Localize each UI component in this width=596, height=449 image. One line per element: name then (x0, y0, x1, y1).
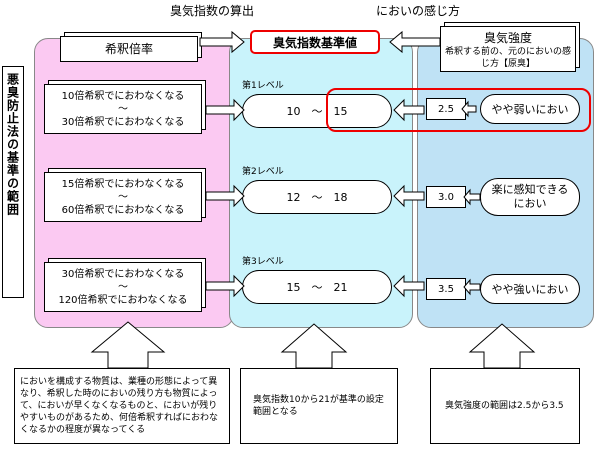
dilution-box-1: 10倍希釈でにおわなくなる ～ 30倍希釈でにおわなくなる (44, 84, 202, 134)
intensity-desc-1: やや弱いにおい (491, 103, 569, 116)
standard-header-label: 臭気指数基準値 (272, 35, 357, 50)
header-right: においの感じ方 (376, 4, 461, 18)
intensity-desc-pill-3: やや強いにおい (480, 274, 580, 304)
arrow-header-left (199, 30, 245, 54)
intensity-desc-2: 楽に感知できる におい (491, 183, 569, 210)
intensity-value-1: 2.5 (438, 103, 454, 115)
header-left: 臭気指数の算出 (170, 4, 255, 18)
intensity-header-subtitle: 希釈する前の、元のにおいの感じ方【原臭】 (445, 46, 572, 69)
dilution-1-tilde: ～ (118, 103, 128, 115)
range-1: 10 ～ 15 (286, 105, 348, 118)
arrow-row1-mid (461, 100, 477, 118)
standard-header: 臭気指数基準値 (250, 30, 380, 54)
dilution-1-from: 10倍希釈でにおわなくなる (61, 90, 185, 102)
arrow-row3-left (205, 274, 245, 298)
dilution-box-2: 15倍希釈でにおわなくなる ～ 60倍希釈でにおわなくなる (44, 172, 202, 222)
intensity-desc-pill-2: 楽に感知できる におい (480, 178, 580, 216)
note-left-text: においを構成する物質は、業種の形態によって異なり、希釈した時のにおいの残り方も物… (20, 377, 219, 435)
note-middle: 臭気指数10から21が基準の設定範囲となる (240, 368, 398, 444)
range-pill-3: 15 ～ 21 (242, 270, 392, 304)
note-middle-text: 臭気指数10から21が基準の設定範囲となる (253, 395, 384, 417)
note-right-text: 臭気強度の範囲は2.5から3.5 (445, 401, 564, 411)
intensity-value-3: 3.5 (438, 283, 454, 295)
dilution-2-tilde: ～ (118, 191, 128, 203)
note-left: においを構成する物質は、業種の形態によって異なり、希釈した時のにおいの残り方も物… (14, 368, 230, 444)
intensity-value-box-2: 3.0 (426, 186, 466, 208)
dilution-2-to: 60倍希釈でにおわなくなる (61, 204, 185, 216)
dilution-box-3: 30倍希釈でにおわなくなる ～ 120倍希釈でにおわなくなる (44, 262, 202, 312)
arrow-row2-mid (463, 188, 481, 206)
dilution-3-to: 120倍希釈でにおわなくなる (58, 294, 188, 306)
level-label-2: 第2レベル (242, 167, 284, 177)
intensity-header-title: 臭気強度 (483, 30, 532, 45)
intensity-desc-pill-1: やや弱いにおい (480, 94, 580, 124)
level-label-1: 第1レベル (242, 81, 284, 91)
intensity-value-2: 3.0 (438, 191, 454, 203)
arrow-header-right (389, 30, 441, 54)
range-2: 12 ～ 18 (286, 191, 348, 204)
arrow-row3-mid (463, 278, 481, 296)
dilution-header-label: 希釈倍率 (104, 42, 153, 56)
arrow-up-right (468, 323, 536, 369)
side-label-box: 悪臭防止法の基準の範囲 (2, 66, 24, 298)
dilution-1-to: 30倍希釈でにおわなくなる (61, 116, 185, 128)
range-3: 15 ～ 21 (286, 281, 348, 294)
dilution-3-tilde: ～ (118, 281, 128, 293)
dilution-2-from: 15倍希釈でにおわなくなる (61, 178, 185, 190)
intensity-header: 臭気強度 希釈する前の、元のにおいの感じ方【原臭】 (440, 26, 576, 72)
intensity-desc-3: やや強いにおい (491, 283, 569, 296)
arrow-row2-right (393, 184, 425, 208)
level-label-3: 第3レベル (242, 257, 284, 267)
arrow-row1-left (205, 98, 245, 122)
highlight-row-1 (326, 88, 591, 132)
arrow-up-middle (280, 323, 348, 369)
arrow-up-left (90, 321, 166, 369)
intensity-value-box-3: 3.5 (426, 278, 466, 300)
range-pill-2: 12 ～ 18 (242, 180, 392, 214)
note-right: 臭気強度の範囲は2.5から3.5 (430, 368, 580, 444)
arrow-row1-right (393, 98, 425, 122)
side-label: 悪臭防止法の基準の範囲 (5, 73, 20, 216)
arrow-row3-right (393, 274, 425, 298)
arrow-row2-left (205, 184, 245, 208)
dilution-header: 希釈倍率 (60, 36, 198, 62)
range-pill-1: 10 ～ 15 (242, 94, 392, 128)
dilution-3-from: 30倍希釈でにおわなくなる (61, 268, 185, 280)
